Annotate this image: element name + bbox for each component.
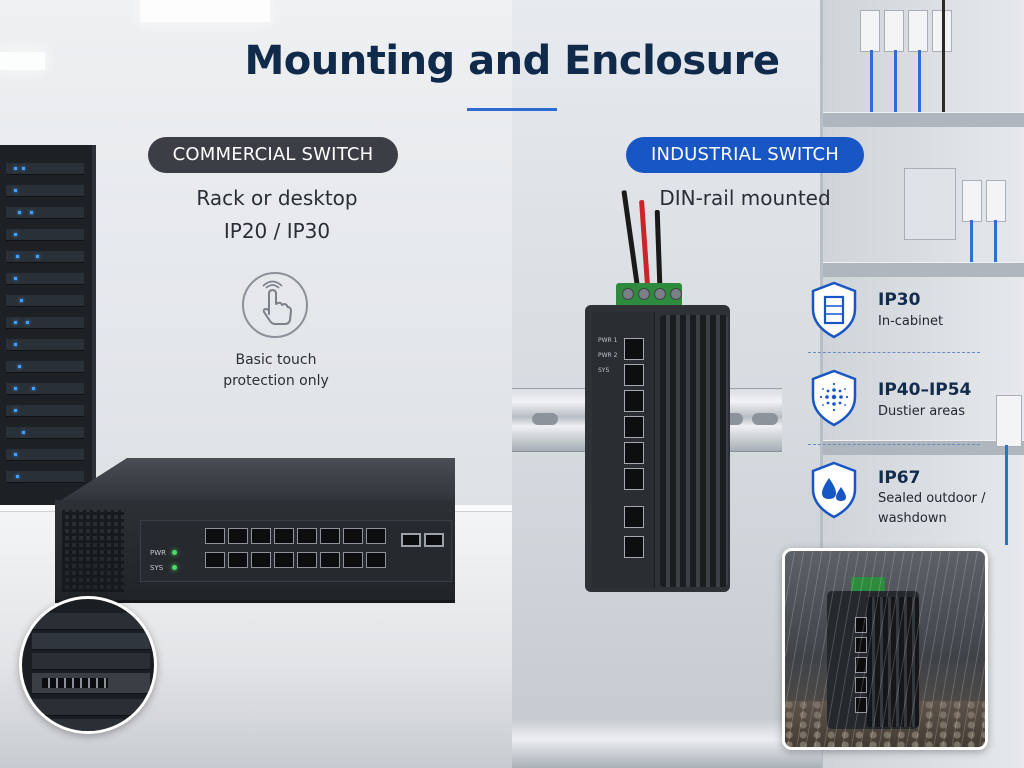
rack-mount-inset bbox=[19, 596, 157, 734]
ethernet-port bbox=[251, 552, 271, 568]
ethernet-port bbox=[251, 528, 271, 544]
heat-sink-fins bbox=[867, 597, 919, 727]
switch-vents bbox=[62, 510, 124, 592]
ethernet-port bbox=[274, 528, 294, 544]
rack-unit bbox=[32, 699, 150, 716]
power-terminal-block bbox=[616, 283, 682, 307]
cabinet-shield-icon bbox=[808, 280, 860, 340]
cabinet-rail bbox=[823, 112, 1024, 127]
rack-unit bbox=[32, 633, 150, 650]
black-wire bbox=[942, 0, 945, 112]
rack-unit bbox=[32, 653, 150, 670]
blue-wire bbox=[894, 50, 897, 112]
server-rack bbox=[0, 145, 96, 520]
ethernet-port bbox=[274, 552, 294, 568]
ethernet-port bbox=[320, 528, 340, 544]
ethernet-port bbox=[624, 468, 644, 490]
ethernet-port bbox=[624, 338, 644, 360]
ethernet-port bbox=[228, 552, 248, 568]
rating-title: IP67 bbox=[878, 468, 921, 488]
pwr2-led-label: PWR 2 bbox=[598, 352, 618, 359]
sfp-port bbox=[401, 533, 421, 547]
rating-desc: Dustier areas bbox=[878, 404, 965, 419]
ethernet-port bbox=[205, 552, 225, 568]
circuit-breaker bbox=[986, 180, 1006, 222]
title-underline bbox=[467, 108, 557, 111]
blue-wire bbox=[970, 220, 973, 262]
rating-title: IP40–IP54 bbox=[878, 380, 972, 400]
ethernet-port bbox=[228, 528, 248, 544]
ethernet-port bbox=[624, 416, 644, 438]
ethernet-port bbox=[297, 528, 317, 544]
blue-wire bbox=[918, 50, 921, 112]
ethernet-port bbox=[343, 552, 363, 568]
ethernet-port bbox=[624, 442, 644, 464]
blue-wire bbox=[870, 50, 873, 112]
rack-unit bbox=[32, 613, 150, 630]
pwr-led-label: PWR bbox=[150, 549, 167, 557]
sys-led-label: SYS bbox=[150, 564, 164, 572]
switch-port-panel bbox=[140, 520, 452, 582]
meter-module bbox=[904, 168, 956, 240]
page-title: Mounting and Enclosure bbox=[244, 38, 780, 84]
ceiling-light bbox=[140, 0, 270, 22]
commercial-switch-top bbox=[55, 458, 455, 504]
rain-overlay bbox=[785, 551, 985, 747]
commercial-switch-badge: COMMERCIAL SWITCH bbox=[148, 137, 398, 173]
ethernet-port bbox=[855, 697, 867, 713]
industrial-switch-face bbox=[592, 312, 655, 588]
sys-led bbox=[172, 565, 177, 570]
commercial-ip-rating: IP20 / IP30 bbox=[223, 219, 331, 243]
rating-title: IP30 bbox=[878, 290, 921, 310]
pwr-led bbox=[172, 550, 177, 555]
blue-wire bbox=[1005, 445, 1008, 545]
ethernet-port bbox=[624, 536, 644, 558]
dust-shield-icon bbox=[808, 368, 860, 428]
rack-switch bbox=[32, 673, 150, 694]
rating-divider bbox=[808, 352, 980, 353]
ethernet-port bbox=[855, 677, 867, 693]
circuit-breaker bbox=[996, 395, 1022, 447]
rating-divider bbox=[808, 444, 980, 445]
ethernet-port bbox=[366, 528, 386, 544]
note-line: protection only bbox=[223, 373, 329, 389]
pwr1-led-label: PWR 1 bbox=[598, 337, 618, 344]
commercial-mounting: Rack or desktop bbox=[196, 186, 358, 210]
outdoor-washdown-inset bbox=[782, 548, 988, 750]
commercial-protection-note: Basic touch protection only bbox=[176, 350, 376, 392]
power-terminal-block bbox=[851, 577, 885, 593]
rating-desc-line: washdown bbox=[878, 511, 947, 526]
din-rail-lower bbox=[512, 720, 822, 768]
ethernet-port bbox=[855, 637, 867, 653]
blue-wire bbox=[994, 220, 997, 262]
industrial-mounting: DIN-rail mounted bbox=[659, 186, 831, 210]
note-line: Basic touch bbox=[235, 352, 317, 368]
cabinet-rail bbox=[823, 262, 1024, 277]
ethernet-port bbox=[624, 390, 644, 412]
sys-led-label: SYS bbox=[598, 367, 610, 374]
rating-desc: Sealed outdoor / washdown bbox=[878, 489, 986, 529]
cabinet-rail bbox=[823, 440, 1024, 455]
rating-desc-line: Sealed outdoor / bbox=[878, 491, 986, 506]
rack-unit bbox=[32, 719, 150, 731]
heat-sink-fins bbox=[660, 315, 728, 587]
ethernet-port bbox=[624, 364, 644, 386]
ethernet-port bbox=[343, 528, 363, 544]
industrial-switch-badge: INDUSTRIAL SWITCH bbox=[626, 137, 864, 173]
circuit-breaker bbox=[962, 180, 982, 222]
ethernet-port bbox=[366, 552, 386, 568]
water-drops-shield-icon bbox=[808, 460, 860, 520]
sfp-port bbox=[424, 533, 444, 547]
ceiling-light bbox=[0, 52, 45, 70]
ethernet-port bbox=[297, 552, 317, 568]
ethernet-port bbox=[320, 552, 340, 568]
ethernet-port bbox=[855, 657, 867, 673]
rating-desc: In-cabinet bbox=[878, 314, 944, 329]
touch-hand-icon bbox=[242, 272, 308, 338]
ethernet-port bbox=[624, 506, 644, 528]
ethernet-port bbox=[855, 617, 867, 633]
ethernet-port bbox=[205, 528, 225, 544]
